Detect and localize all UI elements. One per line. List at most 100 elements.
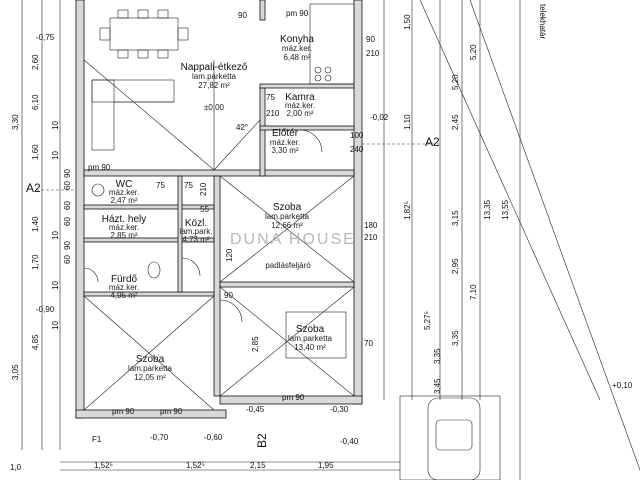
dim-right: 1,10 [403,114,412,130]
dim-left-inner: 60 [63,181,72,190]
level-top-left: -0,75 [36,33,55,42]
room-area: 2,85 m² [110,231,137,240]
room-area: 2,00 m² [286,109,313,118]
dim-right: 3,35 [433,348,442,364]
exterior-walls [75,0,363,419]
dim-left: 3,05 [11,364,20,380]
interior-walls [83,0,355,397]
room-furdo: Fürdő máz.ker. 4,95 m² [109,274,139,300]
dim-right: 3,15 [451,210,460,226]
dim-left-inner: 90 [63,169,72,178]
room-nappali: Nappali-étkező lam.parketta 27,82 m² [181,62,248,90]
dim-left-inner: 10 [51,231,60,240]
room-material: máz.ker. [282,44,312,53]
room-area: 4,95 m² [110,291,137,300]
dim-inner: 70 [364,339,373,348]
dim-right: 13,35 [483,199,492,220]
dimension-lines [21,0,640,480]
room-name: WC [116,179,133,190]
dim-left-inner: 60 [63,201,72,210]
door-mark: pm 90 [160,407,183,416]
dim-inner: 75 [266,93,275,102]
room-name: Kamra [285,92,315,103]
room-name: Fürdő [111,274,138,285]
door-mark: pm 90 [88,163,111,172]
dim-right: 2,45 [451,114,460,130]
room-area: 27,82 m² [198,81,230,90]
dim-right: 1,82⁵ [403,201,412,220]
dim-right: 7,10 [469,284,478,300]
dim-inner: 210 [199,182,208,196]
room-konyha: Konyha máz.ker. 6,48 m² [280,34,314,62]
level-left-1: -0,90 [36,305,55,314]
room-material: lam.parketta [192,72,237,81]
dim-bottom: 1,52⁵ [186,461,205,470]
dim-inner: 100 [350,131,364,140]
room-name: Szoba [273,202,302,213]
attic-hatch-label: padlásfeljáró [265,261,311,270]
section-mark-a2-right: A2 [425,135,440,149]
level-bottom-5: -0,70 [150,433,169,442]
room-szoba1: Szoba lam.parketta 12,66 m² [265,202,310,230]
section-mark-b2: B2 [255,433,269,448]
dim-left: 2,60 [31,54,40,70]
room-material: máz.ker. [270,138,300,147]
room-area: 12,66 m² [271,221,303,230]
dim-left: 4,85 [31,334,40,350]
level-right-1: -0,02 [370,113,389,122]
watermark: DUNA HOUSE [230,231,356,248]
door-mark: pm 90 [282,393,305,402]
dim-left: 1,40 [31,216,40,232]
room-name: Nappali-étkező [181,62,248,73]
room-name: Szoba [296,324,325,335]
room-kamra: Kamra máz.ker. 2,00 m² [285,92,315,118]
room-name: Előtér [272,128,299,139]
dim-bottom: 1,0 [10,463,22,472]
dim-right: 2,95 [451,258,460,274]
dim-bottom: 1,95 [318,461,334,470]
dim-inner: 90 [238,11,247,20]
dim-right: 1,50 [403,14,412,30]
room-eloter: Előtér máz.ker. 3,30 m² [270,128,300,155]
room-material: lam.parketta [265,212,310,221]
dim-inner: 55 [200,205,209,214]
room-material: lam.parketta [288,334,333,343]
dim-inner: 180 [364,221,378,230]
room-material: máz.ker. [109,223,139,232]
door-mark: pm 90 [112,407,135,416]
window-mark-f1: F1 [92,435,102,444]
room-szoba3: Szoba lam.parketta 12,05 m² [128,354,173,382]
dim-inner: 210 [364,233,378,242]
room-name: Közl. [185,218,207,229]
kitchen-counter [309,3,355,85]
room-name: Konyha [280,34,314,45]
angle-label: 42° [236,123,248,132]
room-hazt: Házt. hely máz.ker. 2,85 m² [102,214,146,240]
dim-right: 5,27⁵ [423,311,432,330]
dim-left: 3,30 [11,114,20,130]
dim-bottom: 2,15 [250,461,266,470]
dim-inner: 240 [350,145,364,154]
dim-left-inner: 10 [51,121,60,130]
dim-left-inner: 90 [63,241,72,250]
dim-inner: 2,85 [251,336,260,352]
sofa [91,79,175,151]
room-material: lam.parketta [128,364,173,373]
dim-right: 13,55 [501,199,510,220]
room-area: 13,40 m² [294,343,326,352]
room-area: 2,47 m² [110,196,137,205]
car-outline [399,395,501,480]
level-bottom-3: -0,40 [340,437,359,446]
dim-right: 3,45 [433,378,442,394]
room-kozl: Közl. lam.park. 4,73 m² [180,218,213,244]
dim-left-inner: 60 [63,217,72,226]
dim-inner: 90 [224,291,233,300]
room-szoba2: Szoba lam.parketta 13,40 m² [288,324,333,352]
room-area: 6,48 m² [283,53,310,62]
dim-left: 1,60 [31,144,40,160]
room-material: máz.ker. [109,188,139,197]
room-name: Szoba [136,354,165,365]
dim-inner: 90 [366,35,375,44]
section-mark-a2-left: A2 [26,181,41,195]
